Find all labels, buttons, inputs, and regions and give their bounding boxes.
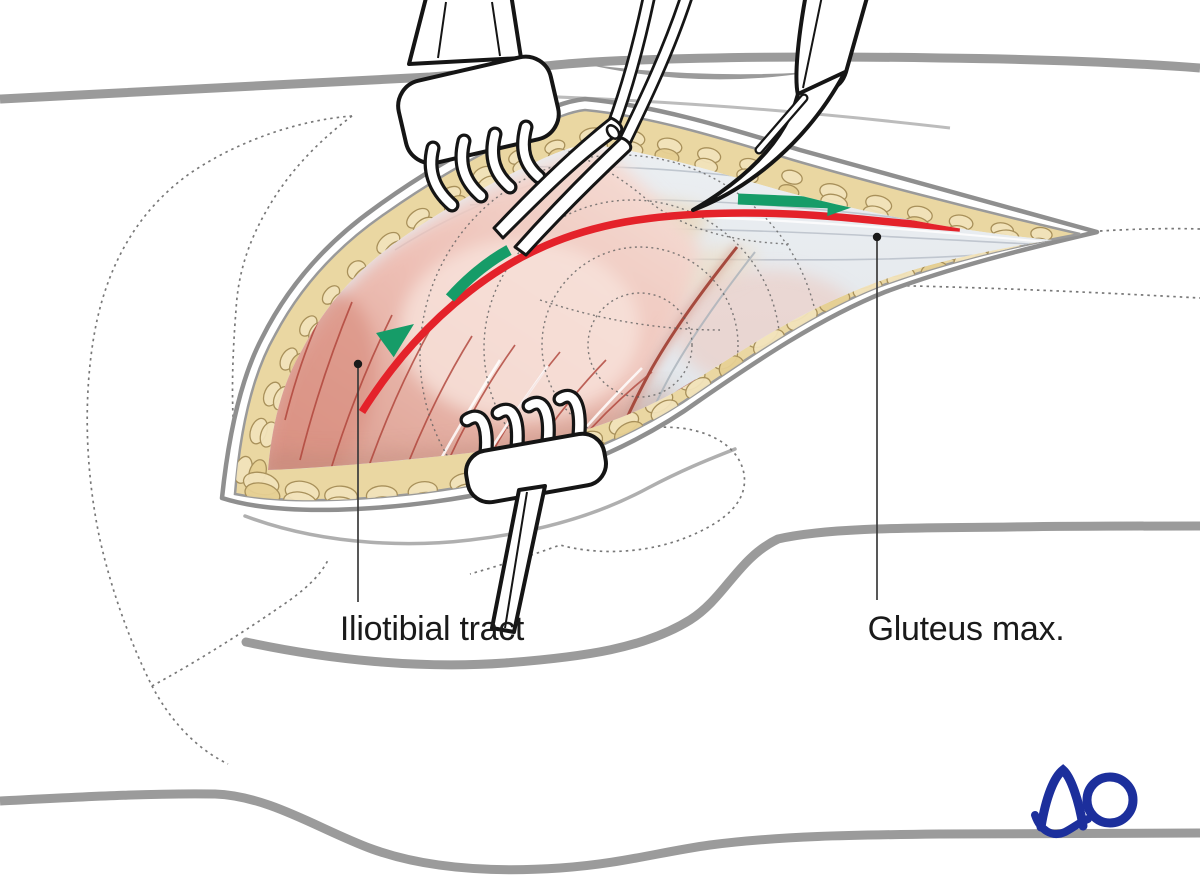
iliac-outline-inner bbox=[231, 115, 353, 469]
fat-lobule bbox=[282, 491, 318, 501]
retractor-bottom-prongs bbox=[459, 388, 587, 460]
fat-lobule bbox=[323, 496, 357, 501]
gluteal-fold-line bbox=[241, 521, 1200, 670]
fat-lobule bbox=[366, 496, 399, 501]
leader-dot-gluteus bbox=[872, 232, 882, 242]
fat-lobule bbox=[365, 485, 398, 501]
dotted-bone-outlines bbox=[86, 115, 1200, 765]
retractor-top-prongs bbox=[423, 119, 547, 213]
scissors bbox=[492, 0, 693, 257]
scissors-pivot bbox=[605, 124, 621, 140]
scissors-blade-lower bbox=[513, 136, 633, 257]
iliac-outline-lower-branch bbox=[151, 559, 329, 687]
fat-lobule bbox=[781, 169, 803, 185]
arrow-distal bbox=[376, 245, 512, 358]
ao-logo-a bbox=[1036, 764, 1088, 832]
incision-extension-dotted-lower bbox=[867, 284, 1200, 299]
rake-retractor-bottom bbox=[459, 388, 608, 634]
skin-crease-top bbox=[585, 64, 812, 80]
scalpel-blade bbox=[691, 70, 847, 212]
incision-line bbox=[358, 209, 961, 415]
label-iliotibial-tract: Iliotibial tract bbox=[339, 610, 525, 648]
skin-line-bottom bbox=[0, 789, 1200, 875]
leader-dot-iliotibial bbox=[353, 359, 363, 369]
iliac-outline-outer bbox=[86, 115, 353, 765]
leader-lines bbox=[353, 232, 882, 602]
scalpel bbox=[691, 0, 869, 212]
ao-logo-o bbox=[1082, 772, 1138, 828]
scissors-blade-upper bbox=[492, 116, 624, 240]
label-gluteus-max: Gluteus max. bbox=[867, 610, 1065, 648]
ao-logo-a-swash bbox=[1031, 811, 1092, 838]
ao-logo bbox=[1031, 764, 1138, 838]
instruments bbox=[396, 0, 869, 634]
rake-retractor-top bbox=[396, 0, 561, 213]
scalpel-blade-slot bbox=[754, 93, 809, 155]
skin-line-top bbox=[0, 52, 1200, 104]
incision-extension-dotted-upper bbox=[1099, 227, 1200, 232]
